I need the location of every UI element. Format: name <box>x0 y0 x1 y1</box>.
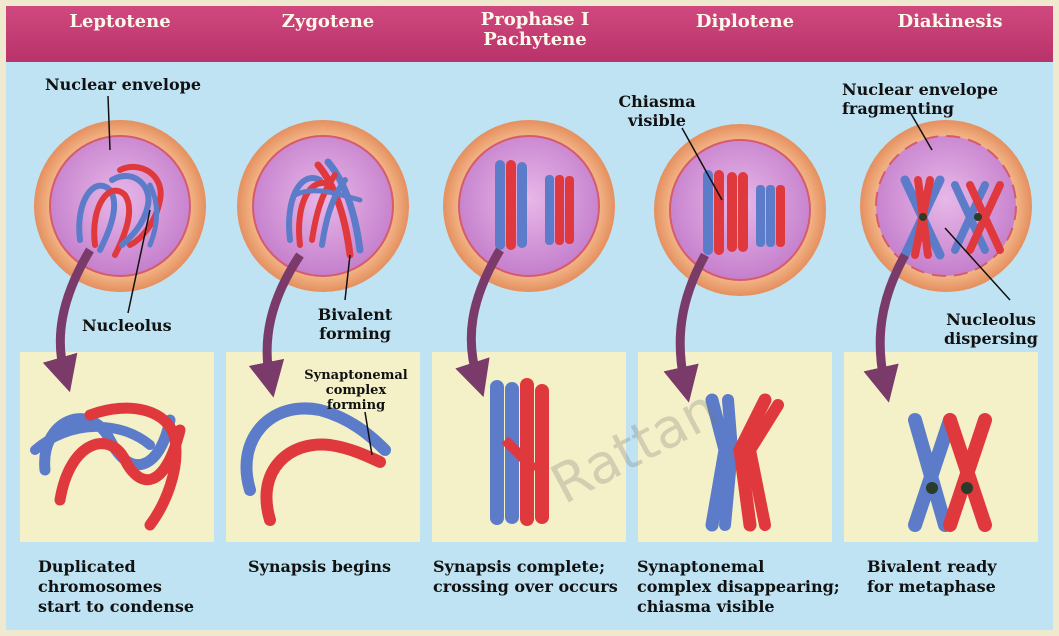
label-bivalent-forming: Bivalent forming <box>300 305 410 343</box>
label-nucleolus-dispersing: Nucleolus dispersing <box>930 310 1052 348</box>
cell-pachytene <box>443 120 615 292</box>
caption-diakinesis: Bivalent ready for metaphase <box>867 557 997 597</box>
label-nuclear-envelope-fragmenting: Nuclear envelope fragmenting <box>842 80 998 118</box>
cell-diakinesis <box>860 120 1032 292</box>
cell-diplotene <box>654 124 826 296</box>
cell-zygotene <box>237 120 409 292</box>
cell-leptotene <box>34 120 206 292</box>
label-synaptonemal-forming: Synaptonemal complex forming <box>302 368 410 413</box>
label-nucleolus: Nucleolus <box>82 316 172 335</box>
label-nuclear-envelope: Nuclear envelope <box>45 75 201 94</box>
caption-pachytene: Synapsis complete; crossing over occurs <box>433 557 618 597</box>
caption-leptotene: Duplicated chromosomes start to condense <box>38 557 194 617</box>
label-chiasma-visible: Chiasma visible <box>612 92 702 130</box>
caption-zygotene: Synapsis begins <box>248 557 391 577</box>
caption-diplotene: Synaptonemal complex disappearing; chias… <box>637 557 840 617</box>
